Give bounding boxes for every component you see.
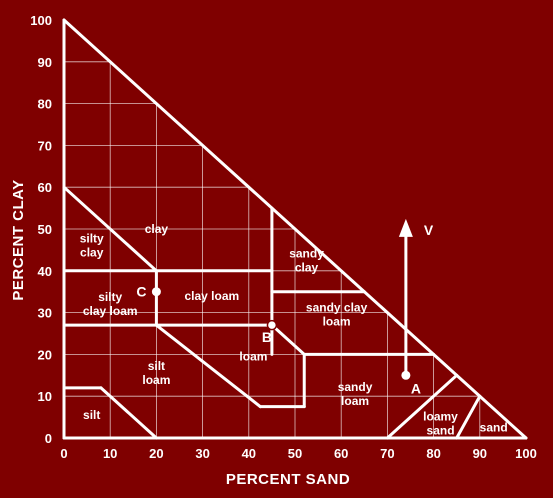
region-label-loamy-sand: loamy xyxy=(423,409,458,423)
boundary-line xyxy=(154,323,262,409)
boundary-line xyxy=(270,323,306,356)
y-tick-label: 40 xyxy=(38,264,52,279)
region-label-sandy-loam: sandy xyxy=(338,380,373,394)
region-label-silt-loam: loam xyxy=(142,373,170,387)
axis-ticks: 0 10 20 30 40 50 60 70 80 90 100 0 10 20 30 40 50 60 70 80 9… xyxy=(30,13,537,461)
grid-lines xyxy=(64,61,481,438)
sample-points: A B C xyxy=(136,284,421,397)
point-label-a: A xyxy=(411,380,421,396)
y-tick-label: 60 xyxy=(38,180,52,195)
region-label-sandy-loam: loam xyxy=(341,394,369,408)
boundary-line xyxy=(62,185,158,273)
region-label-sand: sand xyxy=(480,421,508,435)
boundary-line xyxy=(62,18,528,440)
x-tick-label: 40 xyxy=(242,446,256,461)
region-label-loamy-sand: sand xyxy=(427,423,455,437)
y-axis-title: PERCENT CLAY xyxy=(10,179,27,300)
point-label-b: B xyxy=(262,329,272,345)
region-label-silty-clay: silty xyxy=(80,232,104,246)
region-label-sandy-clay-loam: loam xyxy=(323,315,351,329)
texture-class-boundaries xyxy=(62,18,528,440)
region-label-sandy-clay-loam: sandy clay xyxy=(306,301,368,315)
x-tick-label: 70 xyxy=(380,446,394,461)
y-tick-label: 0 xyxy=(45,431,52,446)
region-label-clay: clay xyxy=(145,222,169,236)
x-tick-label: 10 xyxy=(103,446,117,461)
arrow-head xyxy=(398,218,413,237)
region-label-clay-loam: clay loam xyxy=(184,289,239,303)
region-label-sandy-clay: sandy xyxy=(289,246,324,260)
x-tick-label: 90 xyxy=(473,446,487,461)
region-label-loam: loam xyxy=(239,349,267,363)
x-tick-label: 60 xyxy=(334,446,348,461)
y-tick-label: 50 xyxy=(38,222,52,237)
point-label-c: C xyxy=(136,284,146,300)
clay-increase-arrow: V xyxy=(398,218,434,376)
x-tick-label: 50 xyxy=(288,446,302,461)
x-tick-label: 30 xyxy=(195,446,209,461)
y-tick-label: 30 xyxy=(38,306,52,321)
boundary-line xyxy=(385,373,459,440)
y-tick-label: 80 xyxy=(38,97,52,112)
x-tick-label: 80 xyxy=(426,446,440,461)
x-tick-label: 0 xyxy=(60,446,67,461)
y-tick-label: 100 xyxy=(30,13,52,28)
region-label-silty-clay-loam: clay loam xyxy=(83,304,138,318)
y-tick-label: 20 xyxy=(38,347,52,362)
region-label-silty-clay-loam: silty xyxy=(98,290,122,304)
x-tick-label: 100 xyxy=(515,446,537,461)
region-label-silty-clay: clay xyxy=(80,246,104,260)
point-marker-c xyxy=(151,287,161,297)
y-tick-label: 70 xyxy=(38,138,52,153)
region-label-silt-loam: silt xyxy=(148,359,165,373)
x-axis-title: PERCENT SAND xyxy=(226,471,350,488)
x-tick-label: 20 xyxy=(149,446,163,461)
boundary-line xyxy=(455,394,482,440)
region-label-silt: silt xyxy=(83,408,100,422)
y-tick-label: 90 xyxy=(38,55,52,70)
point-marker-b xyxy=(266,319,278,331)
boundary-line xyxy=(99,386,158,440)
y-tick-label: 10 xyxy=(38,389,52,404)
region-label-sandy-clay: clay xyxy=(295,260,319,274)
arrow-label: V xyxy=(424,222,434,238)
